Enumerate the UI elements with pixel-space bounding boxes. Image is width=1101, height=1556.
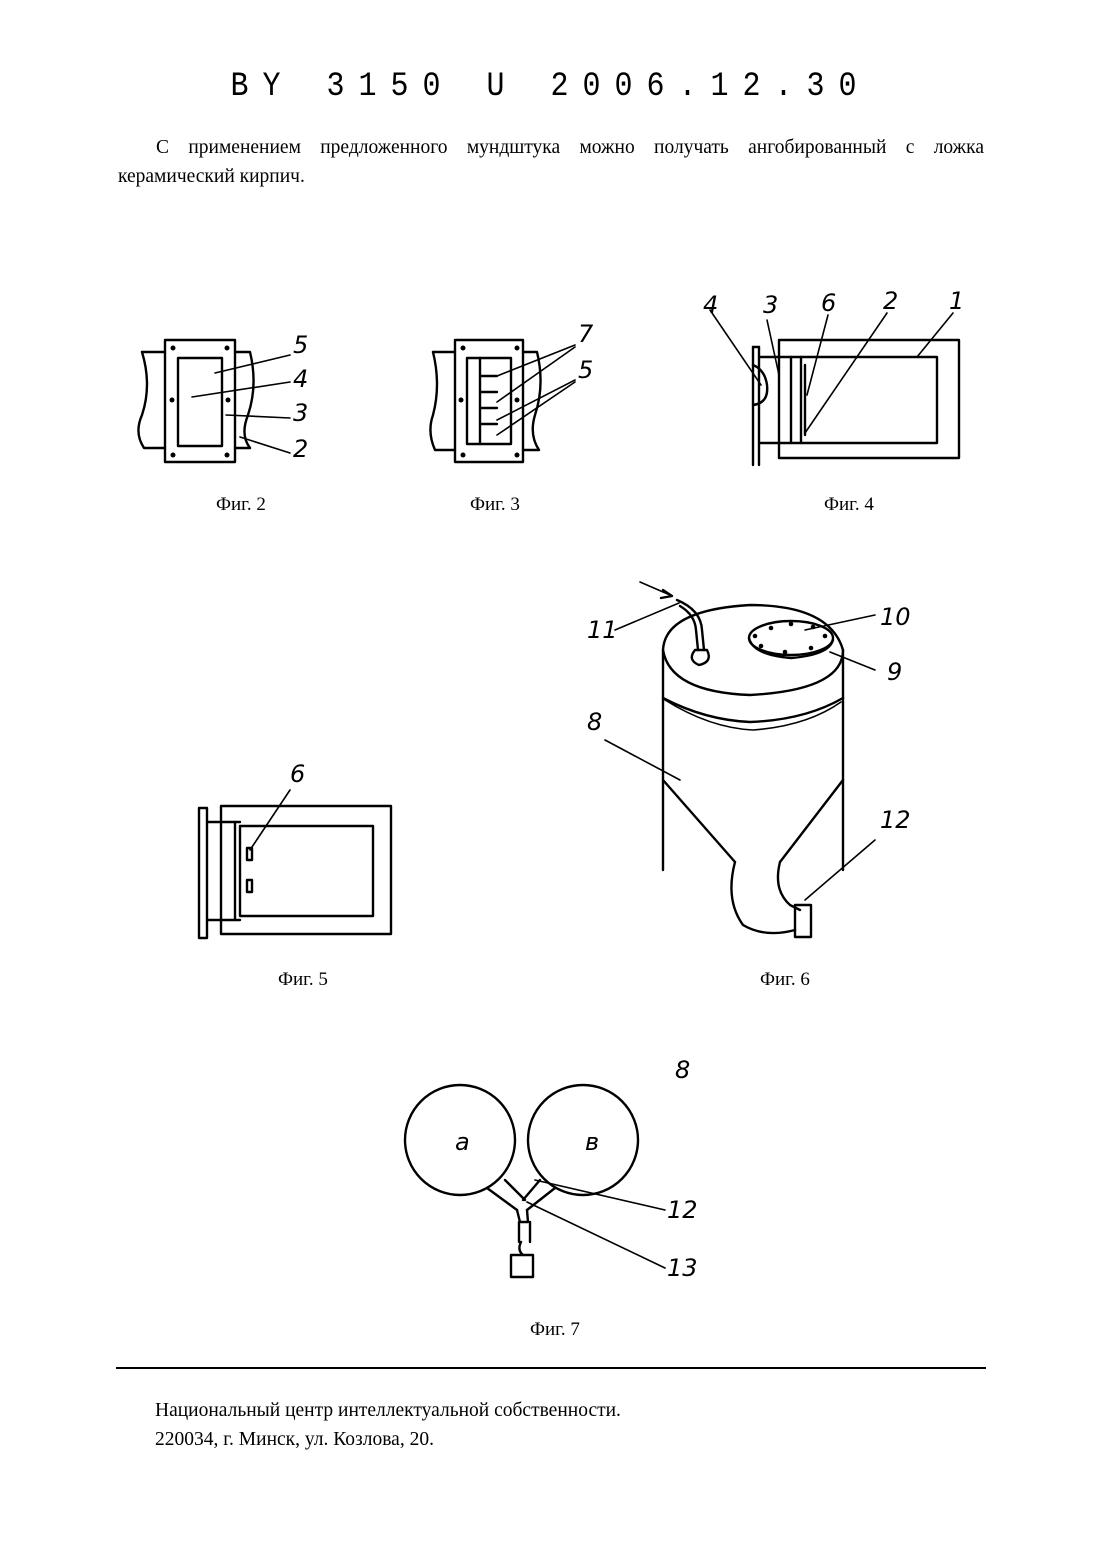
document-number-header: BY 3150 U 2006.12.30 <box>0 67 1101 106</box>
footer-line-1: Национальный центр интеллектуальной собс… <box>155 1396 621 1425</box>
figure-6-caption: Фиг. 6 <box>760 969 810 991</box>
figure-7-caption: Фиг. 7 <box>530 1319 580 1341</box>
fig4-label-1: 1 <box>949 287 964 315</box>
fig7-label-8: 8 <box>675 1056 690 1084</box>
fig2-label-4: 4 <box>293 365 308 393</box>
fig7-label-v: в <box>585 1128 599 1156</box>
fig3-label-7: 7 <box>578 320 594 348</box>
body-paragraph: С применением предложенного мундштука мо… <box>118 133 984 191</box>
fig3-label-5: 5 <box>578 356 593 384</box>
fig4-label-2: 2 <box>883 287 898 315</box>
fig5-label-6: 6 <box>290 760 305 788</box>
fig4-label-6: 6 <box>821 289 836 317</box>
figure-6-drawing: 11 10 9 8 12 <box>575 570 915 950</box>
fig6-label-9: 9 <box>887 658 902 686</box>
figure-4-drawing: 4 3 6 2 1 <box>695 285 975 470</box>
figure-3-caption: Фиг. 3 <box>470 494 520 516</box>
fig2-label-3: 3 <box>293 399 308 427</box>
figure-7-drawing: a в 8 12 13 <box>395 1050 715 1290</box>
fig4-label-4: 4 <box>703 291 718 319</box>
fig7-label-a: a <box>455 1128 470 1156</box>
figure-5-caption: Фиг. 5 <box>278 969 328 991</box>
fig6-label-11: 11 <box>587 616 618 644</box>
figure-3-drawing: 7 5 <box>425 310 615 470</box>
footer-address: Национальный центр интеллектуальной собс… <box>155 1396 621 1454</box>
fig6-label-12: 12 <box>880 806 911 834</box>
footer-divider <box>116 1367 986 1369</box>
footer-line-2: 220034, г. Минск, ул. Козлова, 20. <box>155 1425 621 1454</box>
fig4-label-3: 3 <box>763 291 778 319</box>
figure-5-drawing: 6 <box>185 760 400 945</box>
figure-2-caption: Фиг. 2 <box>216 494 266 516</box>
figure-4-caption: Фиг. 4 <box>824 494 874 516</box>
fig2-label-2: 2 <box>293 435 308 463</box>
fig6-label-10: 10 <box>880 603 911 631</box>
fig7-label-13: 13 <box>667 1254 698 1282</box>
fig7-label-12: 12 <box>667 1196 698 1224</box>
figure-2-drawing: 5 4 3 2 <box>130 325 330 470</box>
fig6-label-8: 8 <box>587 708 602 736</box>
fig2-label-5: 5 <box>293 331 308 359</box>
